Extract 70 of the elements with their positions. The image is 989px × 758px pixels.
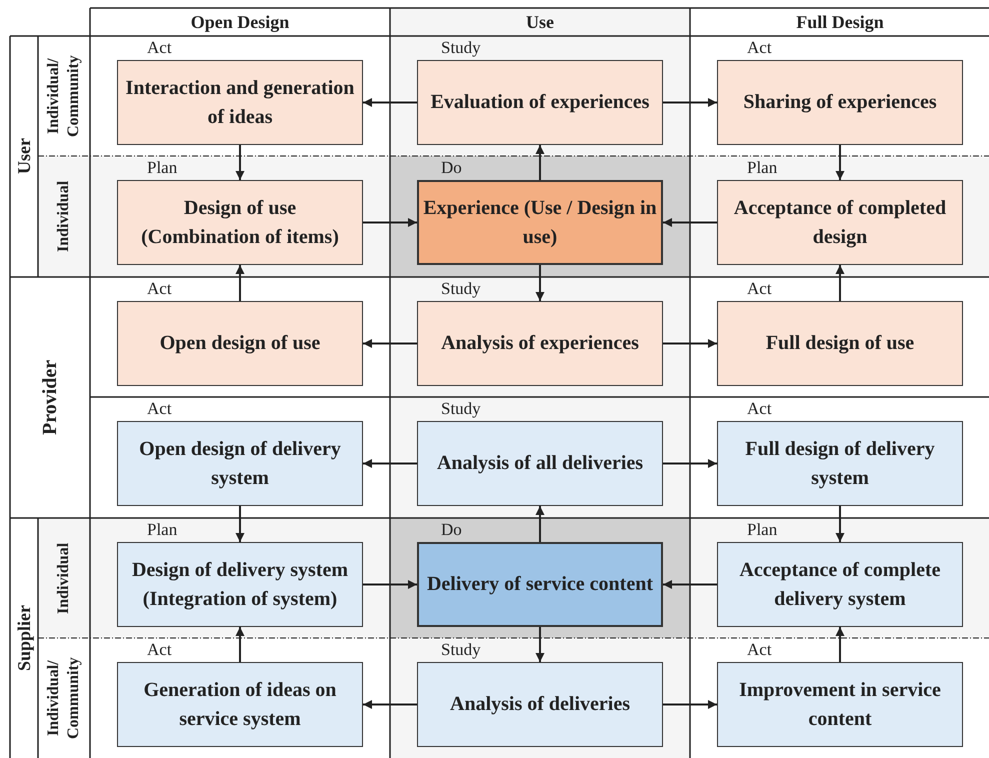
process-box: Improvement in service content [717,662,963,747]
arrow [663,700,717,709]
arrow [236,506,244,542]
arrow [663,218,717,227]
step-label: Do [441,158,462,178]
row-header: Individual/ Community [44,54,83,139]
process-box: Interaction and generation of ideas [117,60,363,145]
arrow [363,98,417,107]
arrow [363,218,417,227]
step-label: Study [441,38,481,58]
row-header: Individual/ Community [44,656,83,741]
process-box: Generation of ideas on service system [117,662,363,747]
step-label: Do [441,520,462,540]
arrow [836,265,844,301]
step-label: Study [441,279,481,299]
process-box: Analysis of all deliveries [417,421,663,506]
process-box: Full design of use [717,301,963,386]
process-box: Open design of delivery system [117,421,363,506]
row-header: Provider [38,358,62,438]
column-header: Open Design [190,11,290,34]
column-header: Full Design [795,11,885,34]
row-header: Individual [54,541,73,616]
step-label: Act [147,279,172,299]
step-label: Plan [147,520,178,540]
process-box: Design of use (Combination of items) [117,180,363,265]
step-label: Plan [147,158,178,178]
process-box: Experience (Use / Design in use) [417,180,663,265]
step-label: Act [147,399,172,419]
arrow [536,506,544,542]
step-label: Plan [747,520,778,540]
step-label: Study [441,399,481,419]
step-label: Act [747,399,772,419]
arrow [363,459,417,468]
row-header: User [13,137,35,176]
step-label: Act [747,640,772,660]
step-label: Act [747,38,772,58]
arrow [363,339,417,348]
step-label: Act [147,640,172,660]
arrow [536,627,544,662]
process-box: Acceptance of completed design [717,180,963,265]
process-box: Delivery of service content [417,542,663,627]
step-label: Act [747,279,772,299]
process-box: Evaluation of experiences [417,60,663,145]
arrow [236,265,244,301]
arrow [236,145,244,180]
row-header: Individual [54,180,73,254]
arrow [663,580,717,589]
step-label: Act [147,38,172,58]
arrow [536,145,544,180]
arrow [363,700,417,709]
process-box: Full design of delivery system [717,421,963,506]
process-box: Analysis of experiences [417,301,663,386]
arrow [836,145,844,180]
process-box: Open design of use [117,301,363,386]
arrow [536,265,544,301]
process-box: Acceptance of complete delivery system [717,542,963,627]
arrow [836,627,844,662]
step-label: Study [441,640,481,660]
arrow [663,339,717,348]
process-box: Design of delivery system (Integration of system) [117,542,363,627]
arrow [836,506,844,542]
column-header: Use [525,11,555,34]
process-box: Sharing of experiences [717,60,963,145]
arrow [663,459,717,468]
arrow [363,580,417,589]
arrow [663,98,717,107]
row-header: Supplier [13,604,35,674]
arrow [236,627,244,662]
process-box: Analysis of deliveries [417,662,663,747]
step-label: Plan [747,158,778,178]
